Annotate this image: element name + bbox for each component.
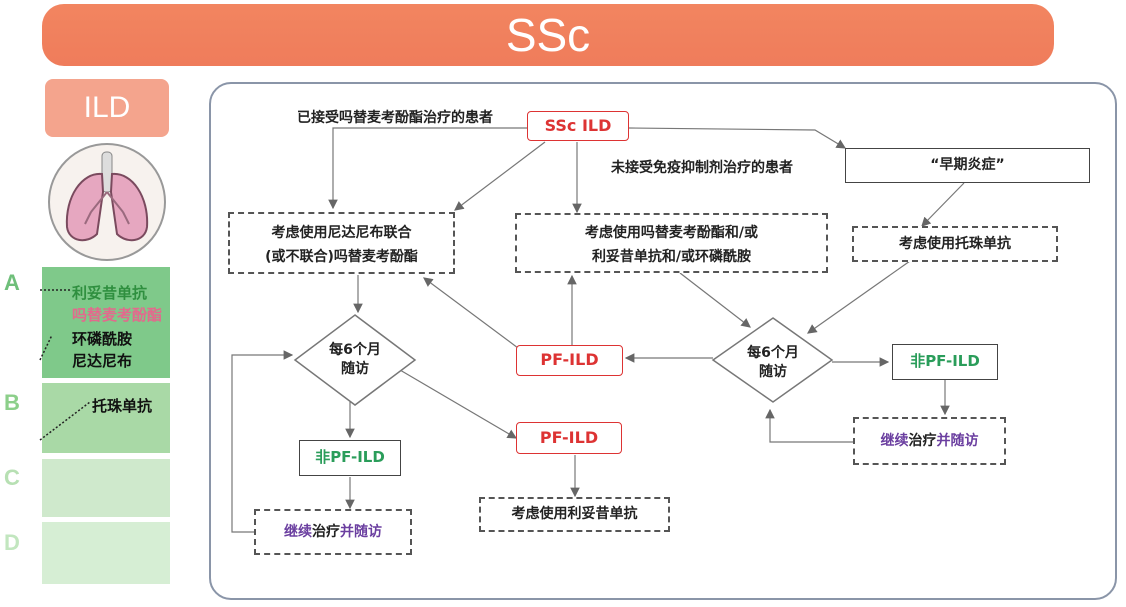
continue-left-c: 并随访 bbox=[340, 524, 382, 540]
followup-right-line1: 每6个月 bbox=[747, 345, 799, 361]
pf-ild-middle-box: PF-ILD bbox=[516, 345, 623, 376]
followup-left-text: 每6个月 随访 bbox=[315, 341, 395, 379]
drug-mmf: 吗替麦考酚酯 bbox=[72, 306, 163, 324]
grade-d-block bbox=[42, 522, 170, 584]
grade-a-block bbox=[42, 267, 170, 378]
continue-right-box: 继续治疗并随访 bbox=[853, 417, 1006, 465]
followup-right-line2: 随访 bbox=[759, 364, 787, 380]
non-pf-ild-left-box: 非PF-ILD bbox=[299, 440, 401, 476]
drug-tocilizumab: 托珠单抗 bbox=[92, 397, 153, 415]
followup-left-line2: 随访 bbox=[341, 361, 369, 377]
pf-ild-lower-box: PF-ILD bbox=[516, 422, 622, 454]
page-banner: SSc bbox=[42, 4, 1054, 66]
grade-c-block bbox=[42, 459, 170, 517]
continue-right-c: 并随访 bbox=[936, 433, 979, 449]
followup-right-text: 每6个月 随访 bbox=[733, 344, 813, 382]
drug-rituximab: 利妥昔单抗 bbox=[72, 284, 148, 302]
followup-right-diamond bbox=[711, 317, 834, 403]
non-pf-ild-right-box: 非PF-ILD bbox=[892, 344, 998, 380]
consider-nintedanib-line1: 考虑使用尼达尼布联合 bbox=[271, 225, 412, 241]
drug-cyclophosphamide: 环磷酰胺 bbox=[72, 330, 133, 348]
consider-nintedanib-line2: (或不联合)吗替麦考酚酯 bbox=[265, 249, 418, 265]
followup-left-line1: 每6个月 bbox=[329, 342, 381, 358]
early-inflammation-box: “早期炎症” bbox=[845, 148, 1090, 183]
followup-left-diamond bbox=[293, 314, 417, 406]
grade-letter-d: D bbox=[4, 530, 20, 555]
consider-mmf-line1: 考虑使用吗替麦考酚酯和/或 bbox=[584, 225, 759, 241]
grade-letter-a: A bbox=[4, 270, 20, 295]
continue-right-b: 治疗 bbox=[908, 433, 937, 449]
continue-left-b: 治疗 bbox=[312, 524, 340, 540]
grade-letter-b: B bbox=[4, 390, 20, 415]
continue-left-box: 继续治疗并随访 bbox=[254, 509, 412, 555]
continue-right-a: 继续 bbox=[880, 433, 909, 449]
consider-mmf-line2: 利妥昔单抗和/或环磷酰胺 bbox=[591, 249, 752, 265]
label-untreated-patients: 未接受免疫抑制剂治疗的患者 bbox=[611, 160, 793, 176]
drug-nintedanib: 尼达尼布 bbox=[72, 352, 133, 370]
consider-nintedanib-box: 考虑使用尼达尼布联合 (或不联合)吗替麦考酚酯 bbox=[228, 212, 455, 274]
label-treated-patients: 已接受吗替麦考酚酯治疗的患者 bbox=[297, 110, 493, 126]
continue-left-a: 继续 bbox=[284, 524, 312, 540]
consider-mmf-box: 考虑使用吗替麦考酚酯和/或 利妥昔单抗和/或环磷酰胺 bbox=[515, 213, 828, 273]
grade-b-block bbox=[42, 383, 170, 453]
consider-tocilizumab-box: 考虑使用托珠单抗 bbox=[852, 226, 1058, 262]
section-tag-ild: ILD bbox=[45, 79, 169, 137]
grade-letter-c: C bbox=[4, 465, 20, 490]
consider-rituximab-box: 考虑使用利妥昔单抗 bbox=[479, 497, 670, 532]
lungs-icon bbox=[48, 143, 166, 261]
start-ssc-ild: SSc ILD bbox=[527, 111, 629, 141]
